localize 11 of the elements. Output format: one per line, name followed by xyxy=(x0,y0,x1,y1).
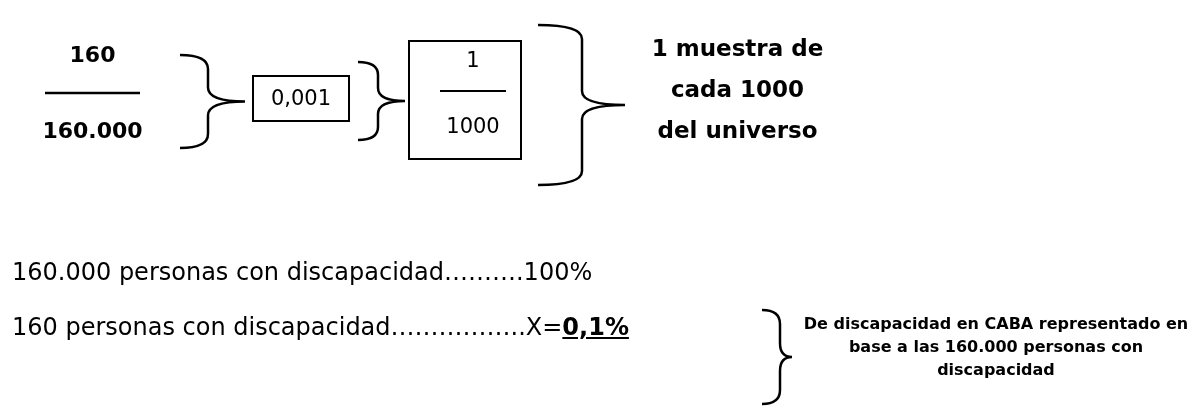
denominator: 160.000 xyxy=(41,118,144,143)
numerator: 1 xyxy=(465,48,481,72)
equation-line: 160.000 personas con discapacidad……….100% xyxy=(12,258,593,286)
numerator: 160 xyxy=(68,42,117,67)
denominator: 1000 xyxy=(445,114,501,138)
value-box xyxy=(252,75,350,122)
result-text: 1 muestra de cada 1000 del universo xyxy=(650,34,825,145)
number-text: 0,001 xyxy=(269,86,333,110)
note-text: De discapacidad en CABA representado en base a las 160.000 personas con discapacidad xyxy=(802,313,1190,381)
equation-line: 160 personas con discapacidad……………..X=0,1% xyxy=(12,313,629,341)
fraction-box xyxy=(408,40,522,160)
